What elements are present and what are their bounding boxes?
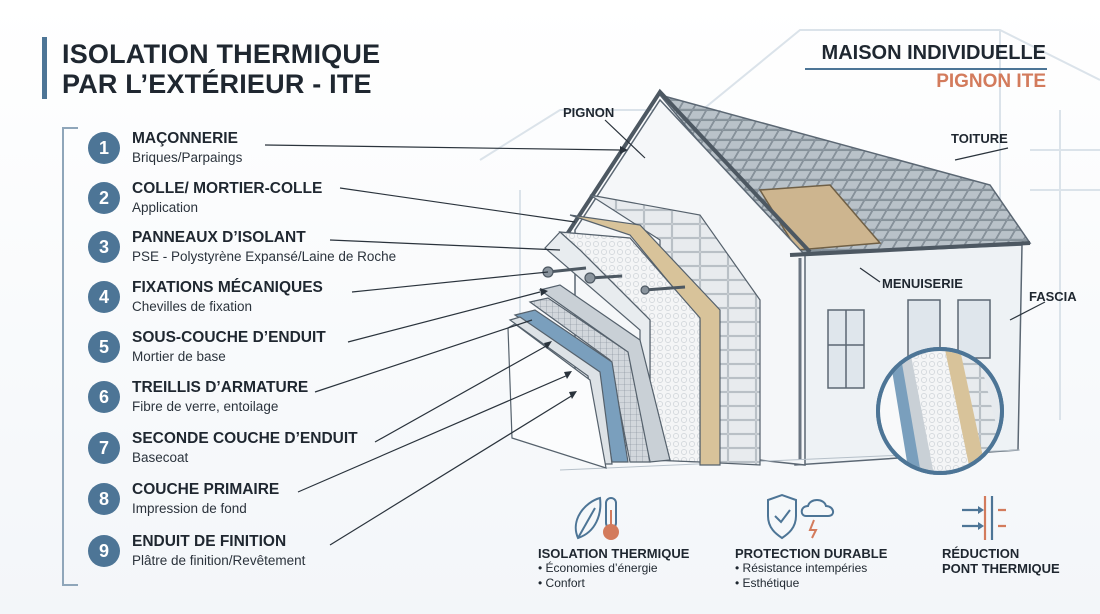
step-name: SECONDE COUCHE D’ENDUIT bbox=[132, 430, 358, 447]
wall-layers bbox=[507, 194, 761, 469]
title-line-1: ISOLATION THERMIQUE bbox=[62, 39, 381, 69]
benefit-reduction: RÉDUCTION PONT THERMIQUE bbox=[942, 546, 1060, 576]
step-name: PANNEAUX D’ISOLANT bbox=[132, 229, 306, 246]
detail-zoom bbox=[876, 347, 1004, 475]
leaf-thermometer-icon bbox=[574, 496, 619, 540]
step-leaders bbox=[264, 144, 621, 546]
step-desc: Basecoat bbox=[132, 450, 189, 465]
steps-bracket bbox=[62, 127, 78, 586]
title-accent-bar bbox=[42, 37, 47, 99]
benefit-isolation: ISOLATION THERMIQUE • Économies d’énergi… bbox=[538, 546, 689, 591]
step-number: 1 bbox=[88, 132, 120, 164]
benefit-line: • Esthétique bbox=[735, 576, 800, 590]
context-subtitle: PIGNON ITE bbox=[936, 71, 1046, 92]
step-number: 3 bbox=[88, 231, 120, 263]
benefit-line: • Économies d’énergie bbox=[538, 561, 658, 575]
shield-cloud-icon bbox=[767, 493, 834, 540]
benefit-line: • Résistance intempéries bbox=[735, 561, 868, 575]
page-title: ISOLATION THERMIQUE PAR L’EXTÉRIEUR - IT… bbox=[62, 39, 380, 99]
callout-fascia: FASCIA bbox=[1029, 289, 1077, 304]
step-name: COUCHE PRIMAIRE bbox=[132, 481, 280, 498]
title-line-2: PAR L’EXTÉRIEUR - ITE bbox=[62, 69, 372, 99]
step-desc: Application bbox=[132, 200, 199, 215]
step-number: 5 bbox=[88, 331, 120, 363]
fixing-dowels bbox=[542, 266, 686, 295]
callout-menuiserie: MENUISERIE bbox=[882, 276, 963, 291]
context-divider bbox=[805, 68, 1047, 70]
step-number: 2 bbox=[88, 182, 120, 214]
thermal-bridge-icon bbox=[962, 496, 1006, 540]
step-desc: Plâtre de finition/Revêtement bbox=[132, 553, 306, 568]
step-name: FIXATIONS MÉCANIQUES bbox=[132, 279, 323, 296]
benefit-title: ISOLATION THERMIQUE bbox=[538, 546, 690, 561]
step-desc: Fibre de verre, entoilage bbox=[132, 399, 279, 414]
step-desc: Chevilles de fixation bbox=[132, 299, 253, 314]
step-desc: Briques/Parpaings bbox=[132, 150, 243, 165]
context-house-type: MAISON INDIVIDUELLE bbox=[821, 42, 1046, 64]
step-desc: Mortier de base bbox=[132, 349, 226, 364]
step-name: COLLE/ MORTIER-COLLE bbox=[132, 180, 323, 197]
benefit-protection: PROTECTION DURABLE • Résistance intempér… bbox=[735, 546, 887, 591]
step-number: 8 bbox=[88, 483, 120, 515]
step-number: 6 bbox=[88, 381, 120, 413]
callout-toiture: TOITURE bbox=[951, 131, 1008, 146]
benefit-title: PROTECTION DURABLE bbox=[735, 546, 888, 561]
callout-pignon: PIGNON bbox=[563, 105, 615, 120]
step-number: 4 bbox=[88, 281, 120, 313]
benefit-title: RÉDUCTION bbox=[942, 546, 1020, 561]
benefit-line: • Confort bbox=[538, 576, 585, 590]
step-number: 7 bbox=[88, 432, 120, 464]
step-name: SOUS-COUCHE D’ENDUIT bbox=[132, 329, 326, 346]
step-desc: PSE - Polystyrène Expansé/Laine de Roche bbox=[132, 249, 397, 264]
step-name: TREILLIS D’ARMATURE bbox=[132, 379, 309, 396]
step-name: MAÇONNERIE bbox=[132, 130, 238, 147]
step-name: ENDUIT DE FINITION bbox=[132, 533, 287, 550]
step-number: 9 bbox=[88, 535, 120, 567]
step-desc: Impression de fond bbox=[132, 501, 247, 516]
benefit-line: PONT THERMIQUE bbox=[942, 561, 1060, 576]
